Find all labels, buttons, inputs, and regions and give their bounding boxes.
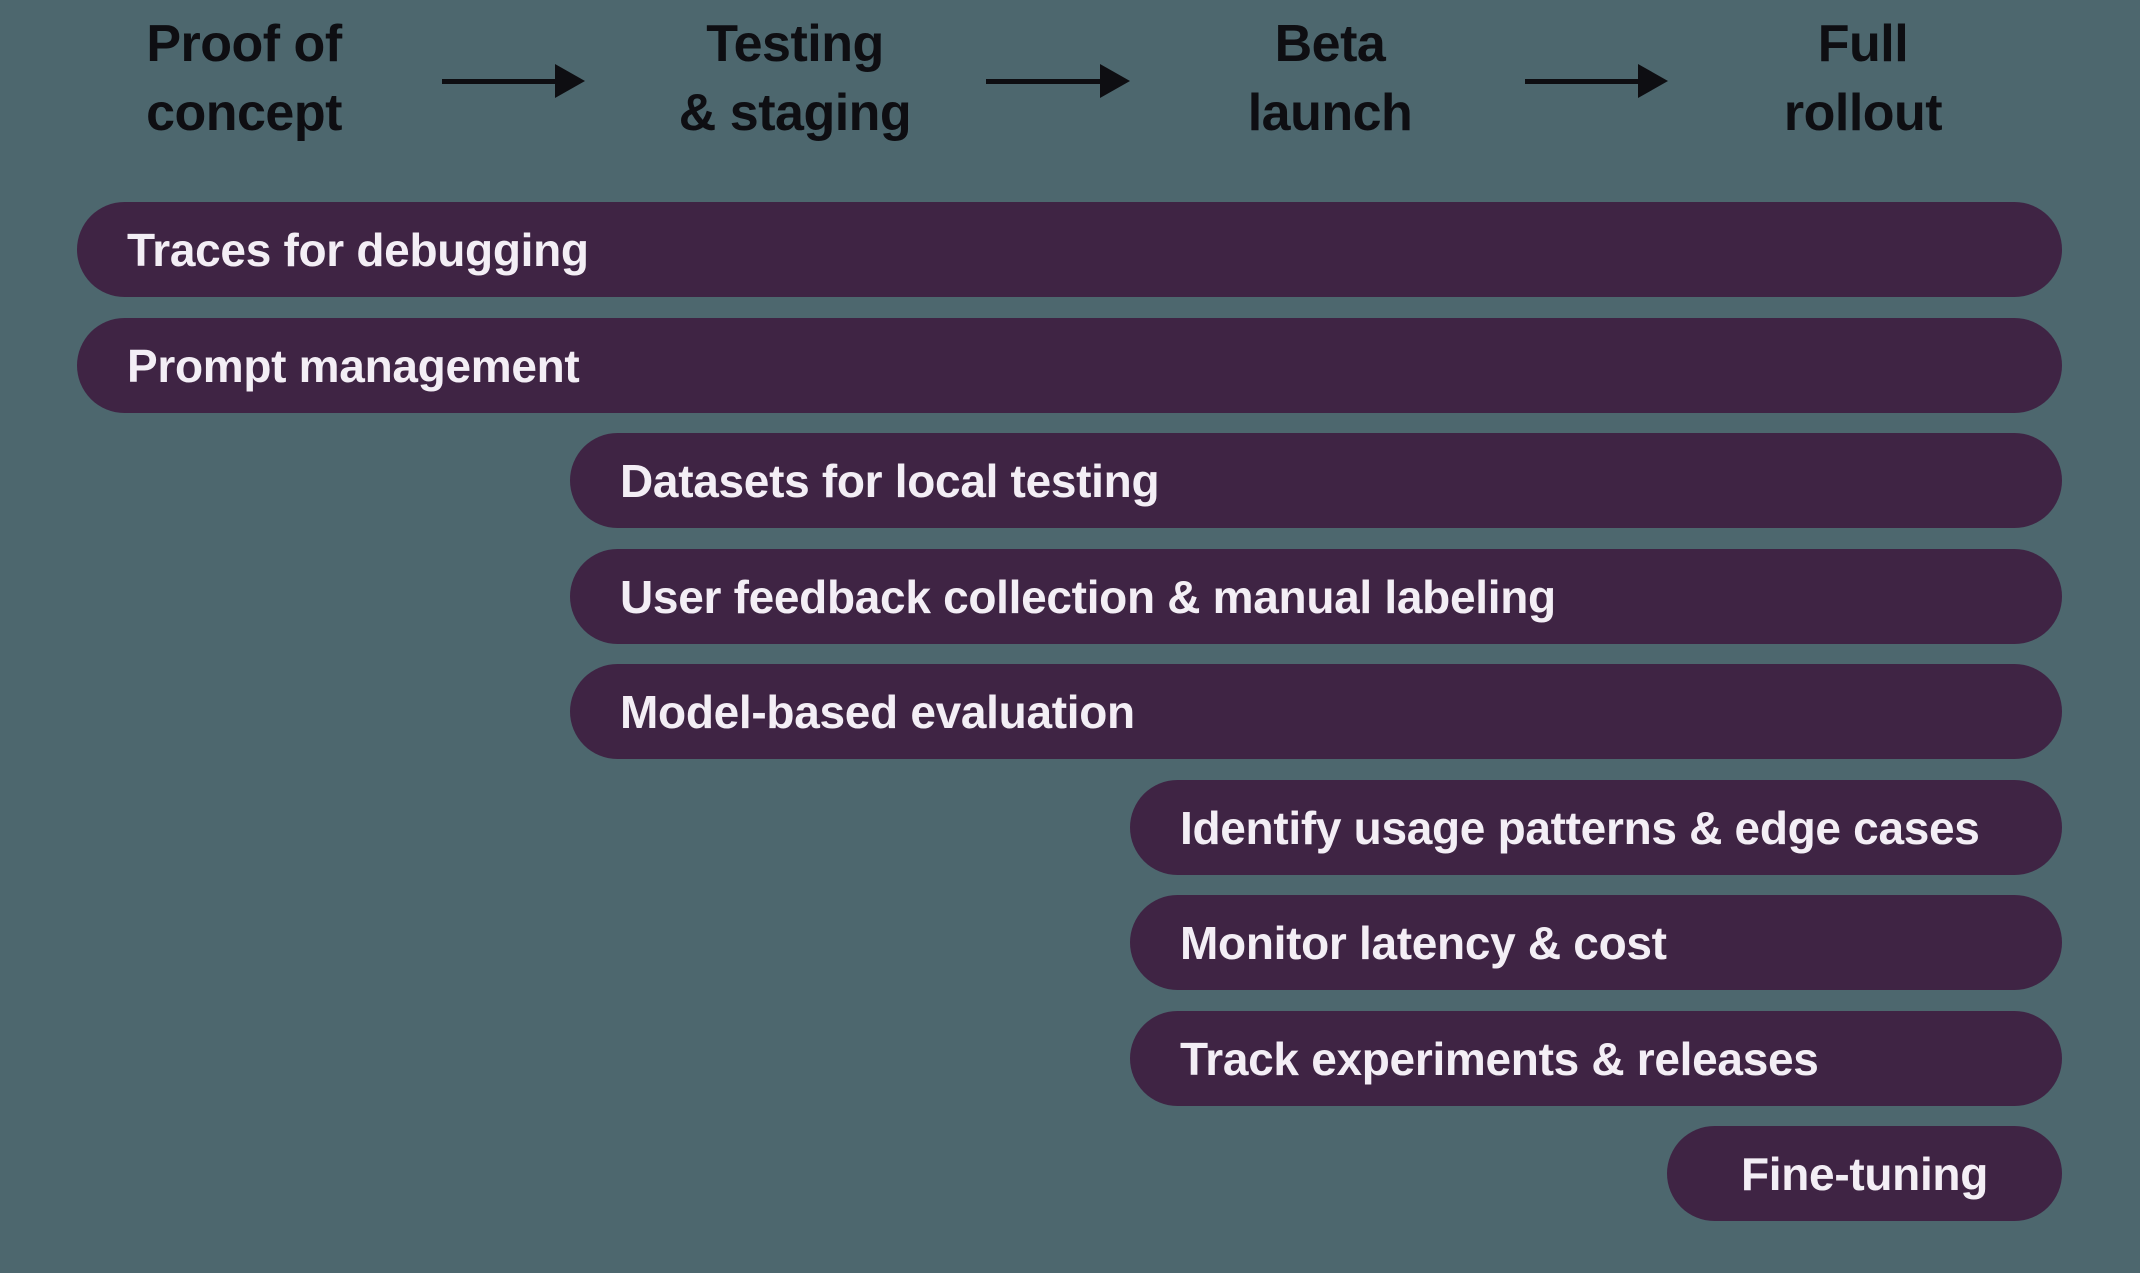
phase-label-line: rollout	[1783, 84, 1943, 142]
phase-label-proof-of-concept: Proof of concept	[146, 10, 342, 148]
bar-label: Track experiments & releases	[1180, 1032, 1819, 1085]
bar-label: Datasets for local testing	[620, 454, 1160, 507]
roadmap-bar: Fine-tuning	[1667, 1126, 2062, 1221]
roadmap-bar: Prompt management	[77, 318, 2062, 413]
phase-label-full-rollout: Full rollout	[1783, 10, 1943, 148]
roadmap-bar: Track experiments & releases	[1130, 1011, 2062, 1106]
arrow-shaft	[1525, 78, 1642, 84]
bar-label: Model-based evaluation	[620, 685, 1135, 738]
roadmap-bar: Identify usage patterns & edge cases	[1130, 780, 2062, 875]
roadmap-bar: Traces for debugging	[77, 202, 2062, 297]
roadmap-bar: Datasets for local testing	[570, 433, 2062, 528]
bar-label: Monitor latency & cost	[1180, 916, 1667, 969]
bar-label: Prompt management	[127, 339, 580, 392]
phase-label-line: Beta	[1274, 15, 1386, 73]
bar-label: Traces for debugging	[127, 223, 589, 276]
phase-label-line: concept	[146, 84, 342, 142]
roadmap-bar: Model-based evaluation	[570, 664, 2062, 759]
arrow-head	[555, 64, 585, 98]
phase-label-testing-staging: Testing & staging	[678, 10, 912, 148]
phase-label-beta-launch: Beta launch	[1248, 10, 1413, 148]
arrow-head	[1638, 64, 1668, 98]
arrow-head	[1100, 64, 1130, 98]
roadmap-bar: User feedback collection & manual labeli…	[570, 549, 2062, 644]
phase-label-line: Full	[1817, 15, 1909, 73]
phase-label-line: Testing	[706, 15, 884, 73]
bar-label: Fine-tuning	[1740, 1147, 1989, 1200]
bar-label: Identify usage patterns & edge cases	[1180, 801, 1980, 854]
phase-label-line: launch	[1247, 84, 1413, 142]
arrow-shaft	[442, 78, 559, 84]
arrow-shaft	[986, 78, 1104, 84]
phase-label-line: & staging	[678, 84, 912, 142]
roadmap-bar: Monitor latency & cost	[1130, 895, 2062, 990]
phase-label-line: Proof of	[146, 15, 342, 73]
bar-label: User feedback collection & manual labeli…	[620, 570, 1556, 623]
